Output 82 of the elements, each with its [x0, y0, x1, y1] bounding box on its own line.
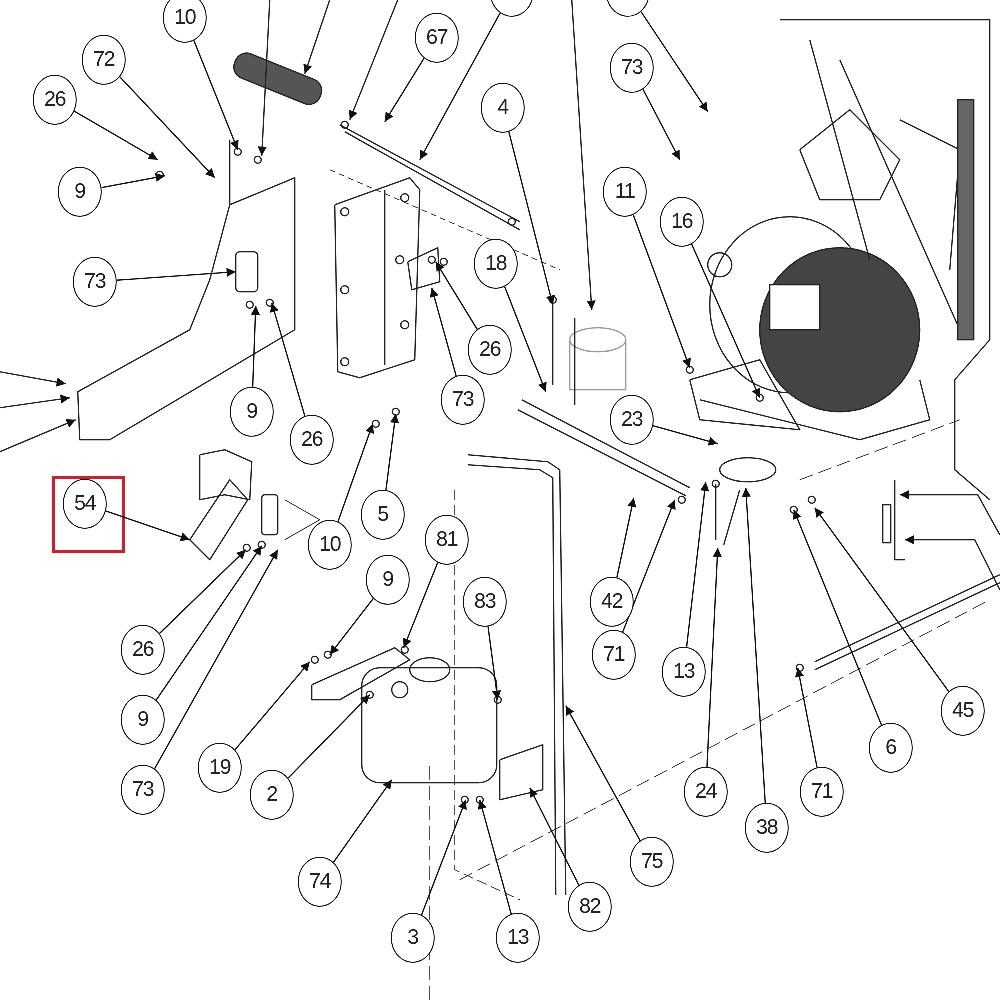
leader-arrow	[333, 780, 393, 863]
leader-arrow	[504, 286, 547, 392]
callout-bubble: 2	[250, 770, 294, 820]
leader-arrow	[488, 626, 502, 700]
callout-bubble: 45	[941, 686, 985, 736]
callout-bubble: 26	[121, 625, 165, 675]
leader-arrow	[632, 214, 692, 368]
callout-bubble: 73	[610, 43, 654, 93]
callout-bubble: 26	[290, 415, 334, 465]
leader-arrow	[642, 89, 681, 160]
leader-arrow	[653, 425, 718, 446]
leader-arrow	[288, 694, 370, 779]
callout-bubble: 10	[163, 0, 207, 43]
leader-arrow	[116, 268, 236, 282]
callout-bubble: 73	[73, 257, 117, 307]
callout-bubble: 26	[468, 325, 512, 375]
callout-bubble: 38	[745, 803, 789, 853]
leader-arrow	[329, 598, 374, 656]
leader-arrow	[435, 262, 478, 330]
callout-bubble: 13	[662, 647, 706, 697]
callout-bubble: 5	[361, 490, 405, 540]
callout-bubble: 19	[198, 743, 242, 793]
callout-bubble: 18	[474, 239, 518, 289]
callout-bubble: 71	[592, 630, 636, 680]
leader-arrow	[234, 662, 310, 750]
callout-bubble: 72	[82, 35, 126, 85]
leader-arrow	[742, 488, 766, 804]
leader-arrow	[154, 550, 279, 770]
callout-bubble: 6	[869, 723, 913, 773]
callout-bubble: 16	[660, 197, 704, 247]
callout-bubble: 9	[58, 167, 102, 217]
leader-arrow	[565, 706, 641, 842]
callout-bubble: 24	[684, 767, 728, 817]
leader-arrow	[686, 482, 710, 648]
leader-arrow	[270, 302, 306, 416]
leader-arrow	[384, 58, 425, 122]
leader-arrow	[814, 508, 950, 692]
callout-bubble: 26	[33, 75, 77, 125]
callout-bubble: 71	[800, 767, 844, 817]
callout-bubble: 23	[610, 395, 654, 445]
leader-arrow	[106, 510, 190, 542]
leader-arrow	[793, 510, 882, 726]
leader-arrow	[691, 244, 761, 398]
callout-bubble: 82	[568, 882, 612, 932]
leader-arrow	[419, 12, 501, 160]
leader-arrow	[386, 414, 400, 490]
callout-bubble: 83	[463, 577, 507, 627]
callout-bubble: 73	[441, 375, 485, 425]
callout-bubble: 9	[230, 387, 274, 437]
leader-arrow	[421, 800, 467, 916]
callout-bubble: 74	[298, 857, 342, 907]
callout-bubble: 73	[121, 765, 165, 815]
leader-arrow	[478, 800, 512, 914]
leader-arrow	[403, 562, 439, 648]
callout-bubble: 13	[496, 913, 540, 963]
leader-arrow	[706, 548, 722, 768]
leader-arrow	[795, 668, 818, 768]
callout-bubble: 10	[308, 520, 352, 570]
callout-bubble: 54	[63, 479, 107, 529]
leader-arrow	[120, 76, 216, 178]
callout-bubble: 11	[603, 167, 647, 217]
callout-bubble: 81	[425, 515, 469, 565]
leader-arrow	[159, 550, 246, 634]
callout-bubble: 67	[415, 13, 459, 63]
leader-arrow	[430, 288, 458, 376]
leader-arrow	[622, 500, 676, 632]
leader-arrow	[251, 306, 260, 388]
callout-bubble: 42	[590, 577, 634, 627]
leader-arrow	[508, 132, 556, 306]
callout-bubble: 4	[481, 83, 525, 133]
leader-arrow	[156, 546, 263, 701]
callout-bubble: 9	[366, 555, 410, 605]
leader-arrow	[616, 498, 637, 578]
leader-arrow	[640, 12, 709, 112]
leader-arrow	[74, 110, 158, 161]
callout-bubble: 3	[391, 913, 435, 963]
callout-bubble: 9	[121, 695, 165, 745]
leader-arrow	[102, 173, 166, 189]
leader-arrow	[529, 788, 580, 886]
leader-arrow	[338, 424, 374, 522]
callout-bubble: 75	[630, 837, 674, 887]
leader-arrow	[194, 40, 239, 150]
